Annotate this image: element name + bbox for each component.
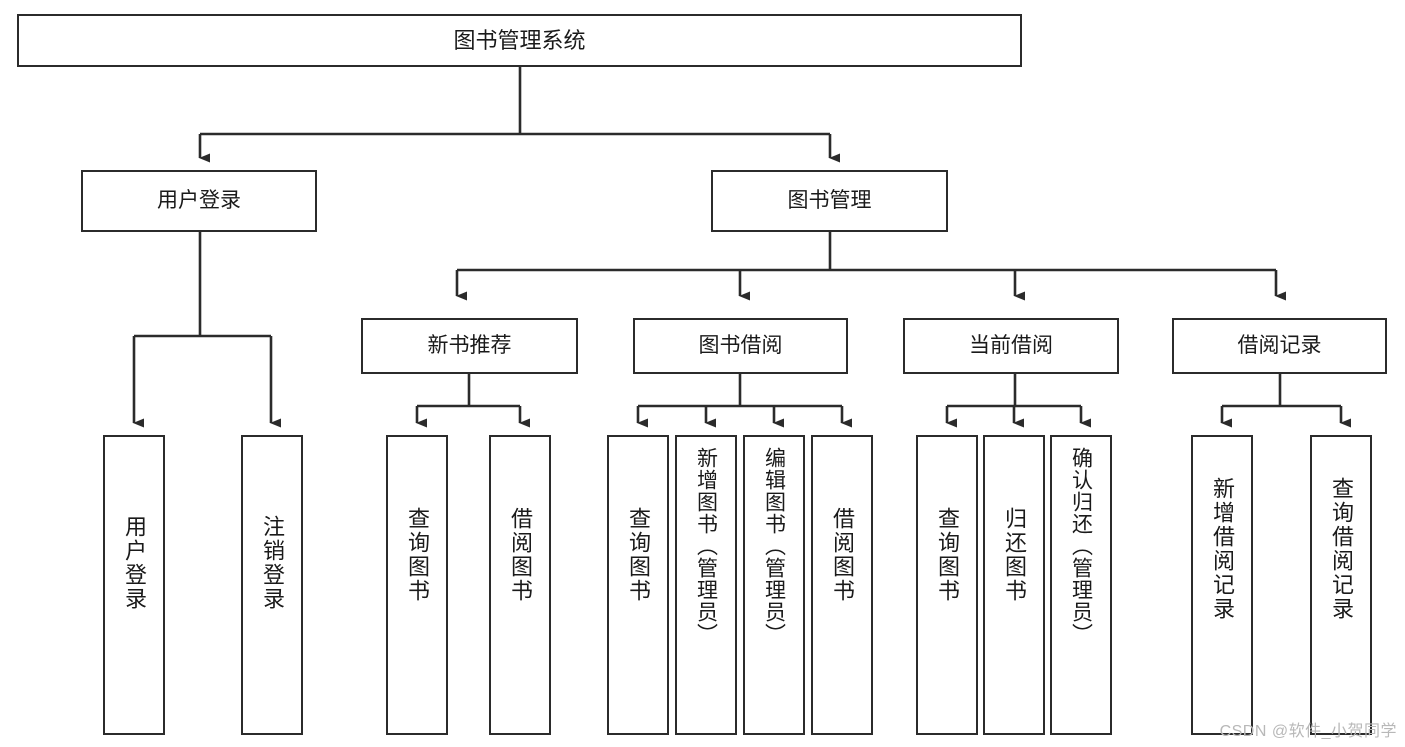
node-borrow-record[interactable]: 借阅记录	[1172, 318, 1387, 374]
leaf-br-query-record[interactable]: 查询借阅记录	[1310, 435, 1372, 735]
node-user-login-label: 用户登录	[157, 188, 241, 212]
node-current-borrow[interactable]: 当前借阅	[903, 318, 1119, 374]
leaf-br-add-record-label: 新增借阅记录	[1210, 477, 1235, 621]
leaf-bb-edit-book[interactable]: 编辑图书（管理员）	[743, 435, 805, 735]
leaf-cb-confirm-return-label: 确认归还（管理员）	[1069, 447, 1093, 645]
node-book-borrow-label: 图书借阅	[698, 333, 783, 357]
leaf-cb-return-book-label: 归还图书	[1002, 507, 1027, 603]
leaf-logout-label: 注销登录	[260, 515, 285, 611]
node-borrow-record-label: 借阅记录	[1237, 333, 1322, 357]
leaf-bb-add-book-label: 新增图书（管理员）	[694, 447, 718, 645]
leaf-cb-return-book[interactable]: 归还图书	[983, 435, 1045, 735]
node-book-management-label: 图书管理	[787, 188, 872, 212]
leaf-user-login-label: 用户登录	[122, 515, 147, 611]
leaf-bb-query-book-label: 查询图书	[626, 507, 651, 603]
leaf-bb-borrow-book-label: 借阅图书	[830, 507, 855, 603]
leaf-cb-query-book-label: 查询图书	[935, 507, 960, 603]
node-root-label: 图书管理系统	[453, 27, 586, 53]
node-book-borrow[interactable]: 图书借阅	[633, 318, 848, 374]
node-current-borrow-label: 当前借阅	[969, 333, 1053, 357]
node-root[interactable]: 图书管理系统	[17, 14, 1022, 67]
leaf-br-query-record-label: 查询借阅记录	[1329, 477, 1354, 621]
node-user-login[interactable]: 用户登录	[81, 170, 317, 232]
node-book-management[interactable]: 图书管理	[711, 170, 948, 232]
leaf-nb-query-book[interactable]: 查询图书	[386, 435, 448, 735]
leaf-bb-add-book[interactable]: 新增图书（管理员）	[675, 435, 737, 735]
leaf-br-add-record[interactable]: 新增借阅记录	[1191, 435, 1253, 735]
leaf-bb-query-book[interactable]: 查询图书	[607, 435, 669, 735]
leaf-cb-confirm-return[interactable]: 确认归还（管理员）	[1050, 435, 1112, 735]
leaf-nb-borrow-book-label: 借阅图书	[508, 507, 533, 603]
leaf-bb-borrow-book[interactable]: 借阅图书	[811, 435, 873, 735]
node-new-book-recommend[interactable]: 新书推荐	[361, 318, 578, 374]
leaf-user-login[interactable]: 用户登录	[103, 435, 165, 735]
leaf-cb-query-book[interactable]: 查询图书	[916, 435, 978, 735]
node-new-book-recommend-label: 新书推荐	[427, 333, 512, 357]
leaf-nb-query-book-label: 查询图书	[405, 507, 430, 603]
leaf-bb-edit-book-label: 编辑图书（管理员）	[762, 447, 786, 645]
leaf-nb-borrow-book[interactable]: 借阅图书	[489, 435, 551, 735]
leaf-logout[interactable]: 注销登录	[241, 435, 303, 735]
